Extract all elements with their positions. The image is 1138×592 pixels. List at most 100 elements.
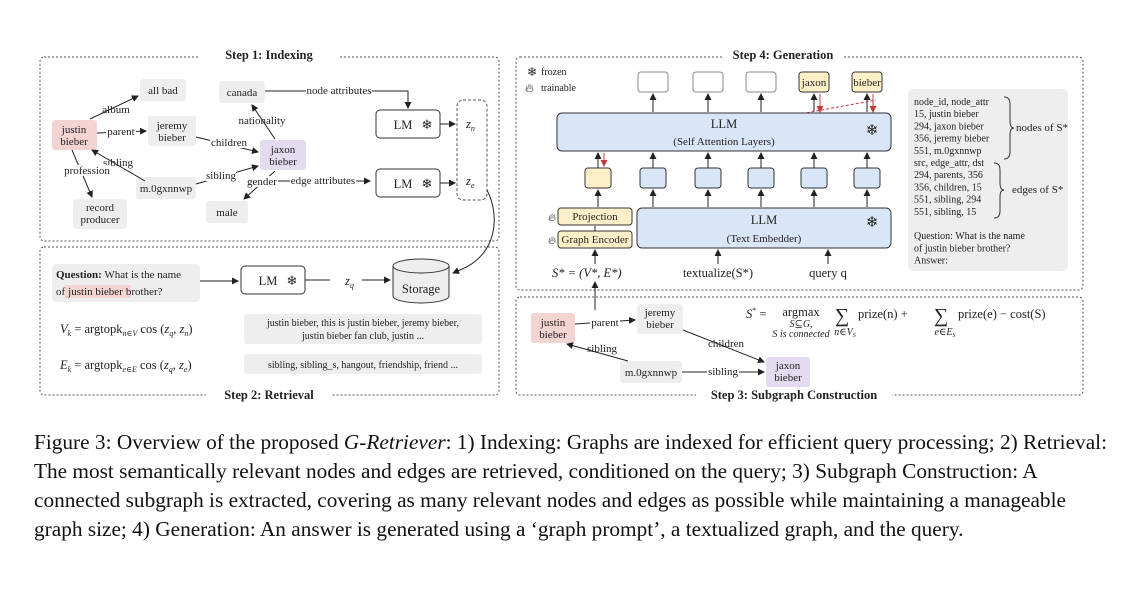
step1-panel: Step 1: Indexing xyxy=(39,46,500,242)
svg-text:record: record xyxy=(86,202,115,214)
node-canada xyxy=(219,81,265,103)
svg-text:S is connected: S is connected xyxy=(772,329,830,340)
s-star-label: S* = (V*, E*) xyxy=(552,266,622,280)
flame-icon: 🔥︎ xyxy=(525,81,534,95)
prompt-line: 551, sibling, 15 xyxy=(914,207,976,218)
svg-text:jaxon: jaxon xyxy=(270,144,296,156)
node-record xyxy=(73,199,127,229)
figure-caption: Figure 3: Overview of the proposed G-Ret… xyxy=(34,428,1109,544)
svg-text:LLM: LLM xyxy=(751,213,777,227)
svg-text:Graph Encoder: Graph Encoder xyxy=(562,234,629,246)
svg-text:n∈VS: n∈VS xyxy=(834,327,856,339)
svg-text:S* =: S* = xyxy=(746,306,766,321)
svg-text:node attributes: node attributes xyxy=(306,85,371,97)
svg-text:(Self Attention Layers): (Self Attention Layers) xyxy=(673,136,775,148)
figure: Step 1: Indexing justin bieber all bad j… xyxy=(39,46,1084,404)
vk-formula: Vk = argtopkn∈V cos (zq, zn) xyxy=(60,322,193,338)
svg-text:album: album xyxy=(102,104,130,116)
svg-text:LM: LM xyxy=(259,274,278,288)
svg-text:bieber: bieber xyxy=(539,329,567,341)
prompt-line: Question: What is the name xyxy=(914,231,1025,242)
prompt-line: 15, justin bieber xyxy=(914,109,979,120)
svg-text:argmax: argmax xyxy=(782,305,820,319)
flame-icon: 🔥︎ xyxy=(548,235,556,247)
output-tokens: jaxon bieber xyxy=(637,71,883,93)
svg-text:justin: justin xyxy=(540,317,566,329)
svg-text:LM: LM xyxy=(394,118,413,132)
svg-text:frozen: frozen xyxy=(541,67,567,78)
step2-panel: Step 2: Retrieval Question: What is the … xyxy=(39,246,500,404)
svg-text:Question: What is the name: Question: What is the name xyxy=(56,269,181,281)
graph1: justin bieber all bad jeremy bieber cana… xyxy=(52,79,495,274)
svg-text:nodes of S*: nodes of S* xyxy=(1016,122,1068,134)
svg-text:Storage: Storage xyxy=(402,282,441,296)
step3-panel: Step 3: Subgraph Construction justin bie… xyxy=(515,296,1084,404)
svg-text:zq: zq xyxy=(344,274,354,290)
llm-self-attention xyxy=(556,112,892,152)
node-justin-l2: bieber xyxy=(60,136,88,148)
svg-text:(Text Embedder): (Text Embedder) xyxy=(727,233,802,245)
svg-text:bieber: bieber xyxy=(774,372,802,384)
svg-text:edges of S*: edges of S* xyxy=(1012,184,1063,196)
svg-text:justin bieber fan club, justin: justin bieber fan club, justin ... xyxy=(301,331,424,342)
svg-text:prize(e) − cost(S): prize(e) − cost(S) xyxy=(958,307,1046,321)
snowflake-icon: ❄ xyxy=(866,215,879,231)
svg-text:m.0gxnnwp: m.0gxnnwp xyxy=(140,183,193,195)
llm-text-embedder xyxy=(636,207,892,249)
svg-text:bieber: bieber xyxy=(646,319,674,331)
svg-text:bieber: bieber xyxy=(269,156,297,168)
snowflake-icon: ❄ xyxy=(287,273,298,288)
svg-text:male: male xyxy=(216,207,237,219)
svg-text:m.0gxnnwp: m.0gxnnwp xyxy=(625,367,678,379)
svg-text:edge attributes: edge attributes xyxy=(291,175,355,187)
svg-text:bieber: bieber xyxy=(158,132,186,144)
svg-text:nationality: nationality xyxy=(238,115,286,127)
svg-text:children: children xyxy=(211,137,248,149)
svg-text:Projection: Projection xyxy=(572,211,618,223)
svg-text:LM: LM xyxy=(394,177,413,191)
svg-text:sibling: sibling xyxy=(587,343,617,355)
node-justin xyxy=(52,120,97,150)
prompt-line: 551, sibling, 294 xyxy=(914,195,981,206)
embedding-tokens xyxy=(584,167,881,189)
svg-text:parent: parent xyxy=(591,317,618,329)
snowflake-icon: ❄ xyxy=(866,123,879,139)
step1-title: Step 1: Indexing xyxy=(225,48,313,62)
storage-cylinder: Storage xyxy=(392,258,450,304)
flame-icon: 🔥︎ xyxy=(548,212,556,224)
step2-title: Step 2: Retrieval xyxy=(224,388,314,402)
graph-prompt-box xyxy=(908,89,1068,271)
prompt-line: 294, jaxon bieber xyxy=(914,121,984,132)
objective-formula: S* = argmax S⊆G, S is connected ∑ n∈VS p… xyxy=(746,305,1046,340)
step3-title: Step 3: Subgraph Construction xyxy=(711,388,877,402)
prompt-line: src, edge_attr, dst xyxy=(914,158,984,169)
svg-text:gender: gender xyxy=(247,176,277,188)
svg-text:prize(n) +: prize(n) + xyxy=(858,307,908,321)
caption-prefix: Figure 3: Overview of the proposed xyxy=(34,430,344,454)
node-all-bad xyxy=(140,79,186,101)
svg-text:ze: ze xyxy=(465,174,475,190)
node-jaxon xyxy=(260,140,306,170)
svg-text:zn: zn xyxy=(465,117,475,133)
svg-text:e∈ES: e∈ES xyxy=(935,327,956,339)
svg-text:canada: canada xyxy=(227,87,258,99)
step4-title: Step 4: Generation xyxy=(733,48,834,62)
node-jeremy xyxy=(148,116,196,146)
snowflake-icon: ❄ xyxy=(422,117,433,132)
textualize-label: textualize(S*) xyxy=(683,266,753,280)
prompt-line: 294, parents, 356 xyxy=(914,170,983,181)
svg-text:∑: ∑ xyxy=(934,305,948,327)
prompt-line: 551, m.0gxnnwp xyxy=(914,146,982,157)
svg-text:jeremy: jeremy xyxy=(644,307,676,319)
snowflake-icon: ❄ xyxy=(422,176,433,191)
svg-text:S⊆G,: S⊆G, xyxy=(789,319,812,330)
svg-text:producer: producer xyxy=(80,214,119,226)
ek-formula: Ek = argtopke∈E cos (zq, ze) xyxy=(59,358,192,374)
svg-text:bieber: bieber xyxy=(853,77,881,89)
node-male xyxy=(206,201,248,223)
snowflake-icon: ❄ xyxy=(527,65,537,79)
svg-text:parent: parent xyxy=(107,126,134,138)
prompt-line: 356, children, 15 xyxy=(914,182,982,193)
